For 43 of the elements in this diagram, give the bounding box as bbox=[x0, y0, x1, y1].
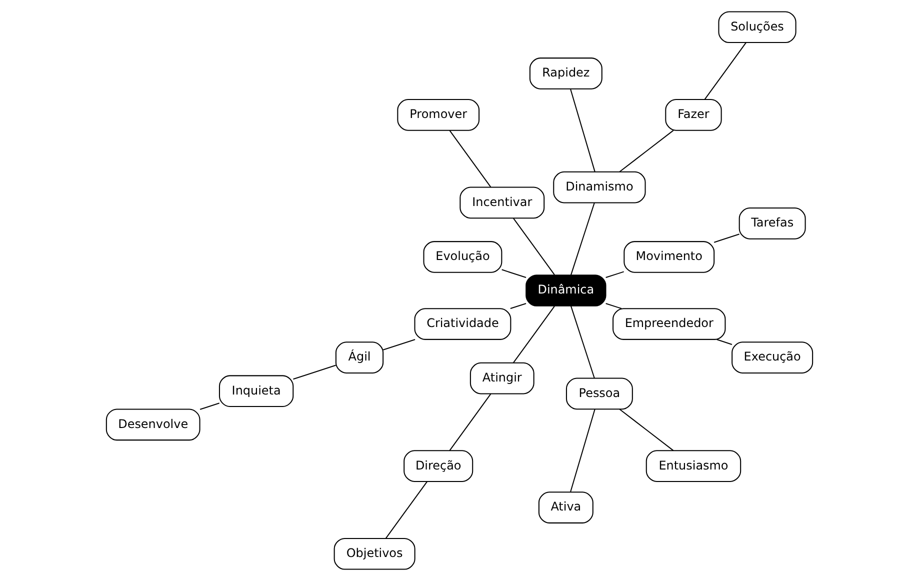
connector bbox=[200, 402, 220, 410]
node-box: Dinamismo bbox=[553, 171, 646, 204]
node-box: Direção bbox=[404, 450, 474, 482]
node-box: Desenvolve bbox=[106, 408, 200, 441]
connector bbox=[606, 271, 624, 278]
node-box: Movimento bbox=[624, 241, 715, 273]
node-box: Fazer bbox=[665, 98, 722, 131]
connector bbox=[513, 218, 555, 276]
node-box: Incentivar bbox=[460, 186, 545, 219]
connector bbox=[619, 408, 674, 451]
connector bbox=[704, 42, 746, 100]
node-box: Empreendedor bbox=[612, 308, 726, 340]
connector bbox=[606, 302, 622, 310]
node-box: Atingir bbox=[470, 362, 534, 394]
connector bbox=[449, 130, 492, 188]
connector bbox=[449, 394, 492, 451]
connector bbox=[619, 130, 674, 172]
node-box: Soluções bbox=[718, 11, 796, 44]
connector bbox=[385, 481, 428, 539]
connector bbox=[570, 202, 595, 276]
connector bbox=[716, 339, 732, 345]
node-box: Dinâmica bbox=[526, 274, 606, 306]
node-box: Objetivos bbox=[334, 538, 416, 570]
connector bbox=[714, 234, 740, 243]
node-box: Evolução bbox=[423, 241, 502, 273]
node-box: Inquieta bbox=[218, 375, 294, 408]
node-box: Ativa bbox=[538, 492, 594, 524]
connector bbox=[513, 306, 555, 364]
connector bbox=[510, 302, 526, 310]
node-box: Rapidez bbox=[529, 58, 602, 90]
node-box: Promover bbox=[397, 98, 480, 131]
connector bbox=[570, 89, 596, 172]
node-box: Execução bbox=[732, 342, 814, 374]
connector bbox=[382, 339, 416, 350]
node-box: Pessoa bbox=[566, 378, 633, 410]
node-box: Criatividade bbox=[414, 308, 512, 340]
connector bbox=[570, 409, 596, 492]
connector bbox=[570, 306, 595, 378]
connector bbox=[293, 364, 336, 380]
node-box: Ágil bbox=[335, 342, 384, 374]
node-box: Entusiasmo bbox=[646, 450, 742, 482]
connector bbox=[502, 269, 526, 278]
node-box: Tarefas bbox=[738, 208, 806, 240]
